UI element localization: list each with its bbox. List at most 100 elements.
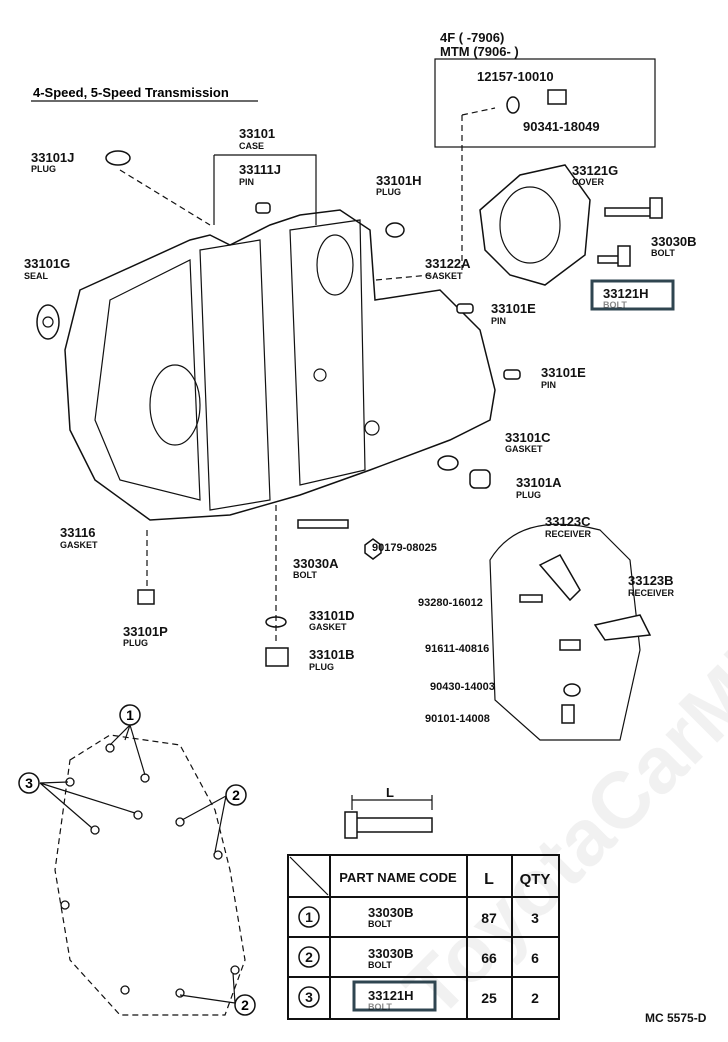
- svg-text:RECEIVER: RECEIVER: [628, 588, 675, 598]
- svg-text:GASKET: GASKET: [425, 271, 463, 281]
- part-90341-18049[interactable]: 90341-18049: [523, 119, 600, 134]
- part-90179-08025[interactable]: 90179-08025: [372, 542, 437, 554]
- svg-text:3: 3: [531, 910, 539, 926]
- svg-text:33123B: 33123B: [628, 573, 674, 588]
- diagram-title: 4-Speed, 5-Speed Transmission: [33, 85, 229, 100]
- svg-text:1: 1: [305, 909, 313, 925]
- svg-text:BOLT: BOLT: [603, 300, 627, 310]
- svg-text:BOLT: BOLT: [368, 1002, 392, 1012]
- svg-text:33101D: 33101D: [309, 608, 355, 623]
- header-qty: QTY: [520, 871, 551, 888]
- svg-text:PLUG: PLUG: [376, 187, 401, 197]
- svg-text:PIN: PIN: [239, 177, 254, 187]
- svg-text:33121G: 33121G: [572, 163, 618, 178]
- header-l: L: [484, 871, 494, 888]
- svg-text:2: 2: [305, 949, 313, 965]
- svg-text:RECEIVER: RECEIVER: [545, 529, 592, 539]
- inset-box: [434, 58, 656, 148]
- svg-text:87: 87: [481, 910, 497, 926]
- svg-text:33121H: 33121H: [368, 988, 414, 1003]
- svg-text:33101H: 33101H: [376, 173, 422, 188]
- svg-text:6: 6: [531, 950, 539, 966]
- watermark: ToyotaCarMir.ru: [387, 542, 728, 1034]
- svg-text:33030A: 33030A: [293, 556, 339, 571]
- svg-text:PLUG: PLUG: [31, 164, 56, 174]
- svg-text:GASKET: GASKET: [309, 622, 347, 632]
- transmission-case-drawing: [64, 209, 496, 521]
- svg-text:BOLT: BOLT: [368, 919, 392, 929]
- svg-text:PIN: PIN: [541, 380, 556, 390]
- svg-text:BOLT: BOLT: [651, 248, 675, 258]
- svg-text:66: 66: [481, 950, 497, 966]
- part-12157-10010[interactable]: 12157-10010: [477, 69, 554, 84]
- svg-text:PLUG: PLUG: [309, 662, 334, 672]
- svg-text:33101B: 33101B: [309, 647, 355, 662]
- inset-line1: 4F ( -7906): [440, 30, 504, 45]
- part-93280-16012[interactable]: 93280-16012: [418, 597, 483, 609]
- svg-text:CASE: CASE: [239, 141, 264, 151]
- svg-text:GASKET: GASKET: [505, 444, 543, 454]
- callout-1: 1: [126, 707, 134, 723]
- svg-text:33030B: 33030B: [368, 905, 414, 920]
- svg-text:33101P: 33101P: [123, 624, 168, 639]
- callout-3: 3: [25, 775, 33, 791]
- part-90101-14008[interactable]: 90101-14008: [425, 713, 490, 725]
- svg-text:33101G: 33101G: [24, 256, 70, 271]
- bolt-dimension-figure: L: [344, 785, 433, 839]
- svg-text:33101E: 33101E: [491, 301, 536, 316]
- svg-text:33101: 33101: [239, 126, 275, 141]
- svg-text:33101C: 33101C: [505, 430, 551, 445]
- svg-text:GASKET: GASKET: [60, 540, 98, 550]
- svg-text:25: 25: [481, 990, 497, 1006]
- svg-text:33030B: 33030B: [651, 234, 697, 249]
- svg-text:PIN: PIN: [491, 316, 506, 326]
- part-91611-40816[interactable]: 91611-40816: [425, 643, 489, 655]
- header-part-name-code: PART NAME CODE: [339, 870, 457, 885]
- svg-text:33122A: 33122A: [425, 256, 471, 271]
- svg-text:33101E: 33101E: [541, 365, 586, 380]
- svg-text:33101J: 33101J: [31, 150, 74, 165]
- part-90430-14003[interactable]: 90430-14003: [430, 681, 495, 693]
- svg-text:BOLT: BOLT: [368, 960, 392, 970]
- svg-text:BOLT: BOLT: [293, 570, 317, 580]
- bolt-pattern-outline: [54, 734, 246, 1016]
- cover-drawing: [479, 164, 591, 286]
- svg-text:PLUG: PLUG: [516, 490, 541, 500]
- svg-text:33116: 33116: [60, 525, 95, 540]
- svg-text:33101A: 33101A: [516, 475, 562, 490]
- highlight-box-table-33121H: [352, 980, 437, 1012]
- svg-text:L: L: [386, 785, 394, 800]
- callout-2-lower: 2: [241, 997, 249, 1013]
- callout-2: 2: [232, 787, 240, 803]
- svg-text:SEAL: SEAL: [24, 271, 49, 281]
- svg-text:33123C: 33123C: [545, 514, 591, 529]
- svg-text:PLUG: PLUG: [123, 638, 148, 648]
- svg-text:2: 2: [531, 990, 539, 1006]
- svg-text:3: 3: [305, 989, 313, 1005]
